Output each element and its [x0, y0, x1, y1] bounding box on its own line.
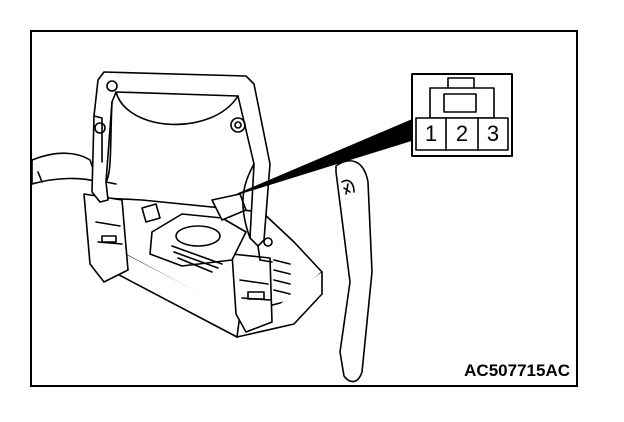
connector-pin-2: 2: [455, 121, 469, 146]
shift-paddle: [335, 160, 373, 383]
left-bracket: [83, 193, 129, 283]
trim-frame: [91, 71, 271, 247]
diagram-frame: 1 2 3 AC507715AC: [30, 30, 578, 387]
right-bracket: [231, 253, 273, 333]
steering-wheel-switch-drawing: [32, 71, 513, 383]
figure-id-label: AC507715AC: [464, 361, 570, 380]
left-spoke: [32, 152, 99, 185]
internal-mechanism: [149, 213, 247, 267]
connector-pin-1: 1: [424, 121, 438, 146]
connector-pin-3: 3: [486, 121, 500, 146]
